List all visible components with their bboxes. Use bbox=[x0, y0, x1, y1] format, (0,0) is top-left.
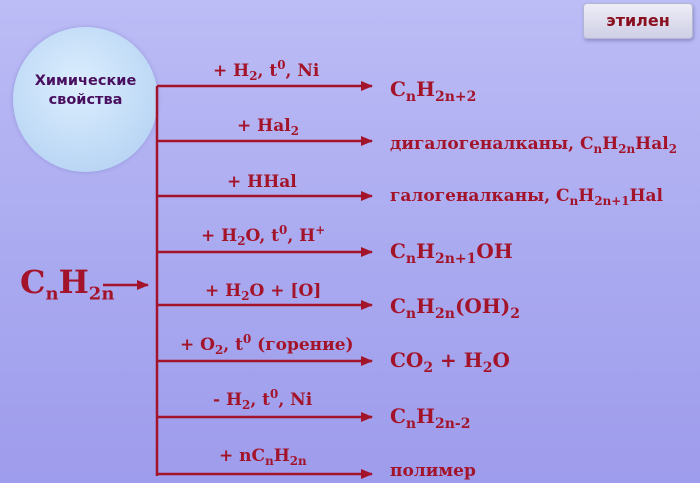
circle-line-1: Химические bbox=[34, 73, 137, 89]
source-formula: CnH2n bbox=[20, 263, 115, 305]
reaction-product-3: галогеналканы, CnH2n+1Hal bbox=[390, 186, 664, 209]
reaction-condition-1: + H2, t0, Ni bbox=[213, 57, 320, 84]
reaction-product-7: CnH2n-2 bbox=[390, 404, 471, 432]
circle-line-2: свойства bbox=[48, 92, 123, 108]
properties-circle: Химические свойства bbox=[13, 27, 158, 172]
reaction-condition-3: + HHal bbox=[227, 172, 297, 192]
reaction-condition-8: + nCnH2n bbox=[219, 446, 307, 469]
reaction-product-6: CO2 + H2O bbox=[390, 348, 510, 376]
reaction-product-8: полимер bbox=[390, 461, 476, 481]
reaction-condition-4: + H2O, t0, H+ bbox=[201, 222, 326, 249]
topic-label: этилен bbox=[583, 3, 693, 39]
reaction-condition-5: + H2O + [O] bbox=[205, 281, 322, 304]
properties-circle-text: Химические свойства bbox=[13, 72, 158, 110]
reaction-product-2: дигалогеналканы, CnH2nHal2 bbox=[390, 134, 677, 157]
reaction-condition-2: + Hal2 bbox=[237, 116, 299, 139]
reaction-product-4: CnH2n+1OH bbox=[390, 239, 513, 267]
reaction-condition-6: + O2, t0 (горение) bbox=[180, 331, 354, 358]
reaction-product-1: CnH2n+2 bbox=[390, 77, 477, 105]
reaction-condition-7: - H2, t0, Ni bbox=[213, 386, 313, 413]
reaction-product-5: CnH2n(OH)2 bbox=[390, 294, 520, 322]
